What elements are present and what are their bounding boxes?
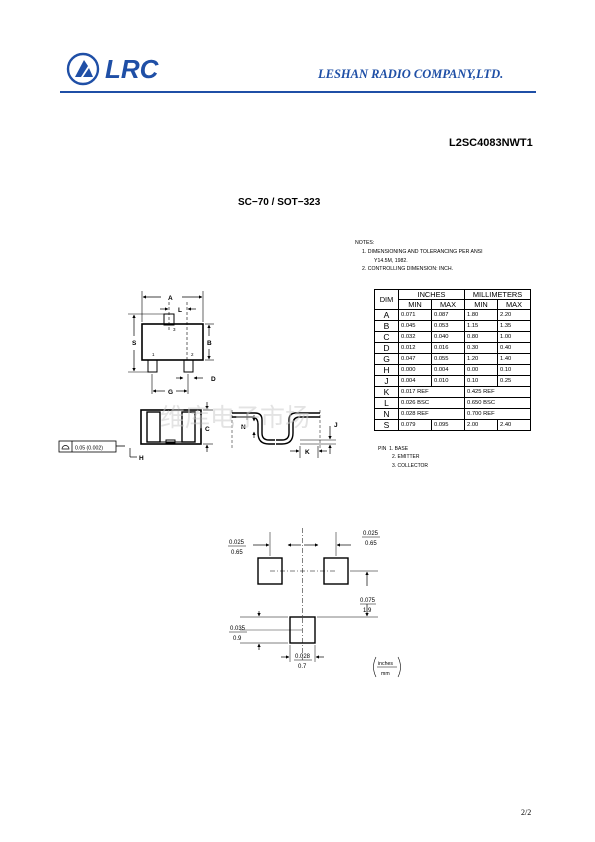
label-s: S xyxy=(132,340,137,347)
label-n: N xyxy=(241,424,246,431)
package-title: SC−70 / SOT−323 xyxy=(238,197,321,208)
note-1: 1. DIMENSIONING AND TOLERANCING PER ANSI xyxy=(362,248,483,255)
tl-inches: 0.025 xyxy=(229,540,245,546)
logo-text: LRC xyxy=(105,54,159,84)
pin1-lead xyxy=(147,359,158,373)
pin-number-3: 3 xyxy=(173,327,176,332)
l-inches: 0.035 xyxy=(230,626,246,632)
label-l: L xyxy=(178,307,182,314)
pin-number-1: 1 xyxy=(152,352,155,357)
company-name: LESHAN RADIO COMPANY,LTD. xyxy=(318,67,504,81)
notes-title: NOTES: xyxy=(355,240,375,246)
b-inches: 0.028 xyxy=(295,654,311,660)
mm-ref: 0.650 BSC xyxy=(464,397,531,409)
b-mm: 0.7 xyxy=(298,664,307,670)
flatness-tolerance: 0.05 (0.002) xyxy=(75,446,103,452)
label-a: A xyxy=(168,295,173,302)
pin-title: PIN xyxy=(378,446,387,452)
pin-number-2: 2 xyxy=(191,352,194,357)
note-1-cont: Y14.5M, 1982. xyxy=(374,257,408,264)
note-2: 2. CONTROLLING DIMENSION: INCH. xyxy=(362,266,454,273)
header-rule xyxy=(60,91,536,93)
dimension-table: DIM INCHES MILLIMETERS MIN MAX MIN MAX A… xyxy=(374,289,531,431)
mm-max: 2.40 xyxy=(497,419,531,431)
tr-mm: 0.65 xyxy=(365,541,377,547)
tr-inches: 0.025 xyxy=(363,531,379,537)
l-mm: 0.9 xyxy=(233,636,242,642)
label-g: G xyxy=(168,389,173,396)
pin-1: 1. BASE xyxy=(389,446,409,452)
label-d: D xyxy=(211,376,216,383)
watermark: 维库电子市场 xyxy=(160,404,310,432)
logo: LRC xyxy=(66,52,186,88)
r-mm: 1.9 xyxy=(363,608,372,614)
lrc-logo-icon xyxy=(66,52,100,86)
front-view-body xyxy=(140,409,202,445)
unit-mm: mm xyxy=(381,671,390,677)
mm-max: 1.35 xyxy=(497,320,531,332)
label-b: B xyxy=(207,340,212,347)
r-inches: 0.075 xyxy=(360,598,376,604)
mm-max: 1.40 xyxy=(497,353,531,365)
top-view-body xyxy=(141,323,204,361)
pin-3: 3. COLLECTOR xyxy=(392,462,429,469)
pin-list: PIN 1. BASE 2. EMITTER 3. COLLECTOR xyxy=(378,445,428,470)
label-h: H xyxy=(139,455,144,462)
label-j: J xyxy=(334,422,338,429)
tl-mm: 0.65 xyxy=(231,550,243,556)
label-k: K xyxy=(305,449,310,456)
part-number: L2SC4083NWT1 xyxy=(449,137,533,149)
notes: NOTES: 1. DIMENSIONING AND TOLERANCING P… xyxy=(355,239,483,274)
page-number: 2/2 xyxy=(521,808,532,817)
pin-2: 2. EMITTER xyxy=(392,454,420,461)
label-c: C xyxy=(205,426,210,433)
unit-inches: inches xyxy=(378,661,393,667)
pin2-lead xyxy=(183,359,194,373)
